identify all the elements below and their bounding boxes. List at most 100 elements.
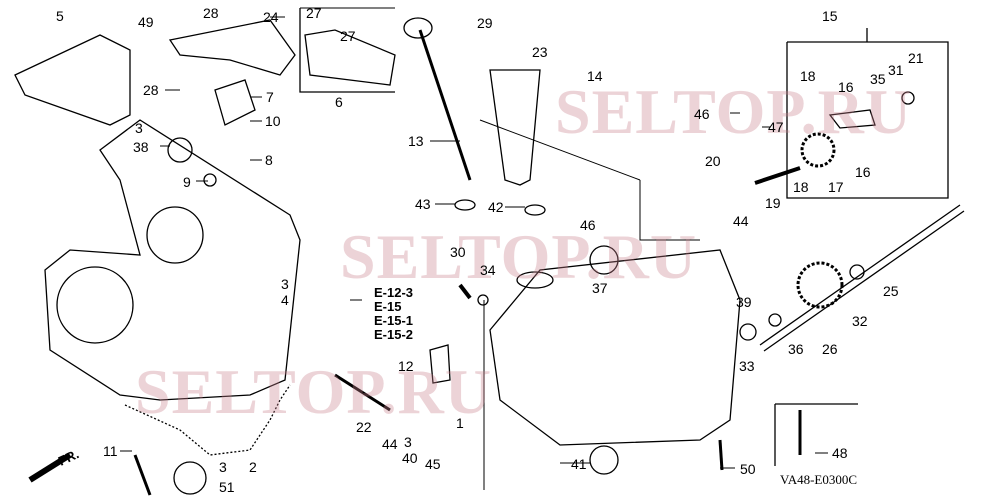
part-number-label[interactable]: 3: [219, 459, 227, 475]
part-number-label[interactable]: 32: [852, 313, 868, 329]
part-number-label[interactable]: 20: [705, 153, 721, 169]
part-number-label[interactable]: 27: [306, 5, 322, 21]
bracket-box-48: [774, 403, 858, 466]
shaft-25: [759, 204, 965, 352]
part-number-label[interactable]: 25: [883, 283, 899, 299]
part-number-label[interactable]: 44: [733, 213, 749, 229]
part-number-label[interactable]: 49: [138, 14, 154, 30]
part-number-label[interactable]: 37: [592, 280, 608, 296]
part-number-label[interactable]: 1: [456, 415, 464, 431]
part-number-label[interactable]: 12: [398, 358, 414, 374]
part-number-label[interactable]: 45: [425, 456, 441, 472]
part-number-label[interactable]: 2: [249, 459, 257, 475]
part-number-label[interactable]: 23: [532, 44, 548, 60]
bearing-41: [589, 445, 619, 475]
part-number-label[interactable]: 33: [739, 358, 755, 374]
arm-16: [828, 109, 876, 129]
washer-33: [768, 313, 782, 327]
bearing-3: [173, 461, 207, 495]
part-number-label[interactable]: 15: [822, 8, 838, 24]
washer-32: [849, 264, 865, 280]
cylinder-block: [44, 119, 301, 401]
part-number-label[interactable]: 46: [580, 217, 596, 233]
part-number-label[interactable]: 4: [281, 292, 289, 308]
part-number-label[interactable]: 24: [263, 9, 279, 25]
part-number-label[interactable]: 19: [765, 195, 781, 211]
part-number-label[interactable]: 48: [832, 445, 848, 461]
part-number-label[interactable]: 29: [477, 15, 493, 31]
part-number-label[interactable]: 14: [587, 68, 603, 84]
part-number-label[interactable]: 50: [740, 461, 756, 477]
part-11: [133, 454, 152, 496]
reference-e-15[interactable]: E-15: [374, 299, 402, 314]
reference-e-12-3[interactable]: E-12-3: [374, 285, 414, 300]
gear-26: [796, 261, 844, 309]
part-number-label[interactable]: 35: [870, 71, 886, 87]
seal-38: [167, 137, 193, 163]
o-ring-42: [524, 204, 546, 216]
governor-17: [800, 132, 836, 168]
shaft-19: [754, 166, 801, 185]
part-number-label[interactable]: 3: [281, 276, 289, 292]
part-number-label[interactable]: 6: [335, 94, 343, 110]
part-number-label[interactable]: 22: [356, 419, 372, 435]
part-number-label[interactable]: 46: [694, 106, 710, 122]
bracket-box-15: [786, 28, 949, 199]
part-number-label[interactable]: 30: [450, 244, 466, 260]
part-number-label[interactable]: 28: [203, 5, 219, 21]
part-number-label[interactable]: 26: [822, 341, 838, 357]
rod-22: [334, 373, 391, 412]
bolt-30: [458, 283, 472, 300]
reference-e-15-2[interactable]: E-15-2: [374, 327, 414, 342]
cover-24: [168, 19, 296, 76]
part-number-label[interactable]: 42: [488, 199, 504, 215]
part-number-label[interactable]: 21: [908, 50, 924, 66]
part-number-label[interactable]: 47: [768, 119, 784, 135]
part-number-label[interactable]: 44: [382, 436, 398, 452]
part-number-label[interactable]: 40: [402, 450, 418, 466]
part-number-label[interactable]: 28: [143, 82, 159, 98]
part-number-label[interactable]: 18: [793, 179, 809, 195]
part-number-label[interactable]: 3: [135, 120, 143, 136]
part-number-label[interactable]: 51: [219, 479, 235, 495]
part-number-label[interactable]: 8: [265, 152, 273, 168]
part-number-label[interactable]: 16: [855, 164, 871, 180]
part-number-label[interactable]: 38: [133, 139, 149, 155]
oil-filler-tube-14: [489, 69, 541, 186]
seal-39: [739, 323, 757, 341]
leader-1: [479, 119, 700, 490]
part-number-label[interactable]: 3: [404, 434, 412, 450]
diagram-code: VA48-E0300C: [780, 472, 858, 487]
pin-21: [901, 91, 915, 105]
part-number-label[interactable]: 18: [800, 68, 816, 84]
clip-12: [429, 344, 451, 384]
o-ring-43: [454, 199, 476, 211]
gasket-2: [124, 384, 291, 456]
part-number-label[interactable]: 34: [480, 262, 496, 278]
part-number-label[interactable]: 13: [408, 133, 424, 149]
dipstick-13: [418, 29, 472, 181]
bearing-37: [589, 245, 619, 275]
panel-5: [14, 34, 131, 126]
part-number-label[interactable]: 5: [56, 8, 64, 24]
part-number-label[interactable]: 41: [571, 456, 587, 472]
plate-6: [304, 29, 396, 86]
part-number-label[interactable]: 16: [838, 79, 854, 95]
part-number-label[interactable]: 17: [828, 179, 844, 195]
washer-34: [477, 294, 489, 306]
part-number-label[interactable]: 31: [888, 62, 904, 78]
part-number-label[interactable]: 7: [266, 89, 274, 105]
cylinder-bore: [56, 266, 134, 344]
part-number-label[interactable]: 11: [103, 443, 118, 459]
bolt-50: [718, 439, 724, 471]
part-number-label[interactable]: 39: [736, 294, 752, 310]
part-number-label[interactable]: 36: [788, 341, 804, 357]
reference-e-15-1[interactable]: E-15-1: [374, 313, 414, 328]
front-arrow: [28, 452, 72, 483]
part-number-label[interactable]: 9: [183, 174, 191, 190]
part-number-label[interactable]: 43: [415, 196, 431, 212]
part-number-label[interactable]: 27: [340, 28, 356, 44]
part-number-label[interactable]: 10: [265, 113, 281, 129]
